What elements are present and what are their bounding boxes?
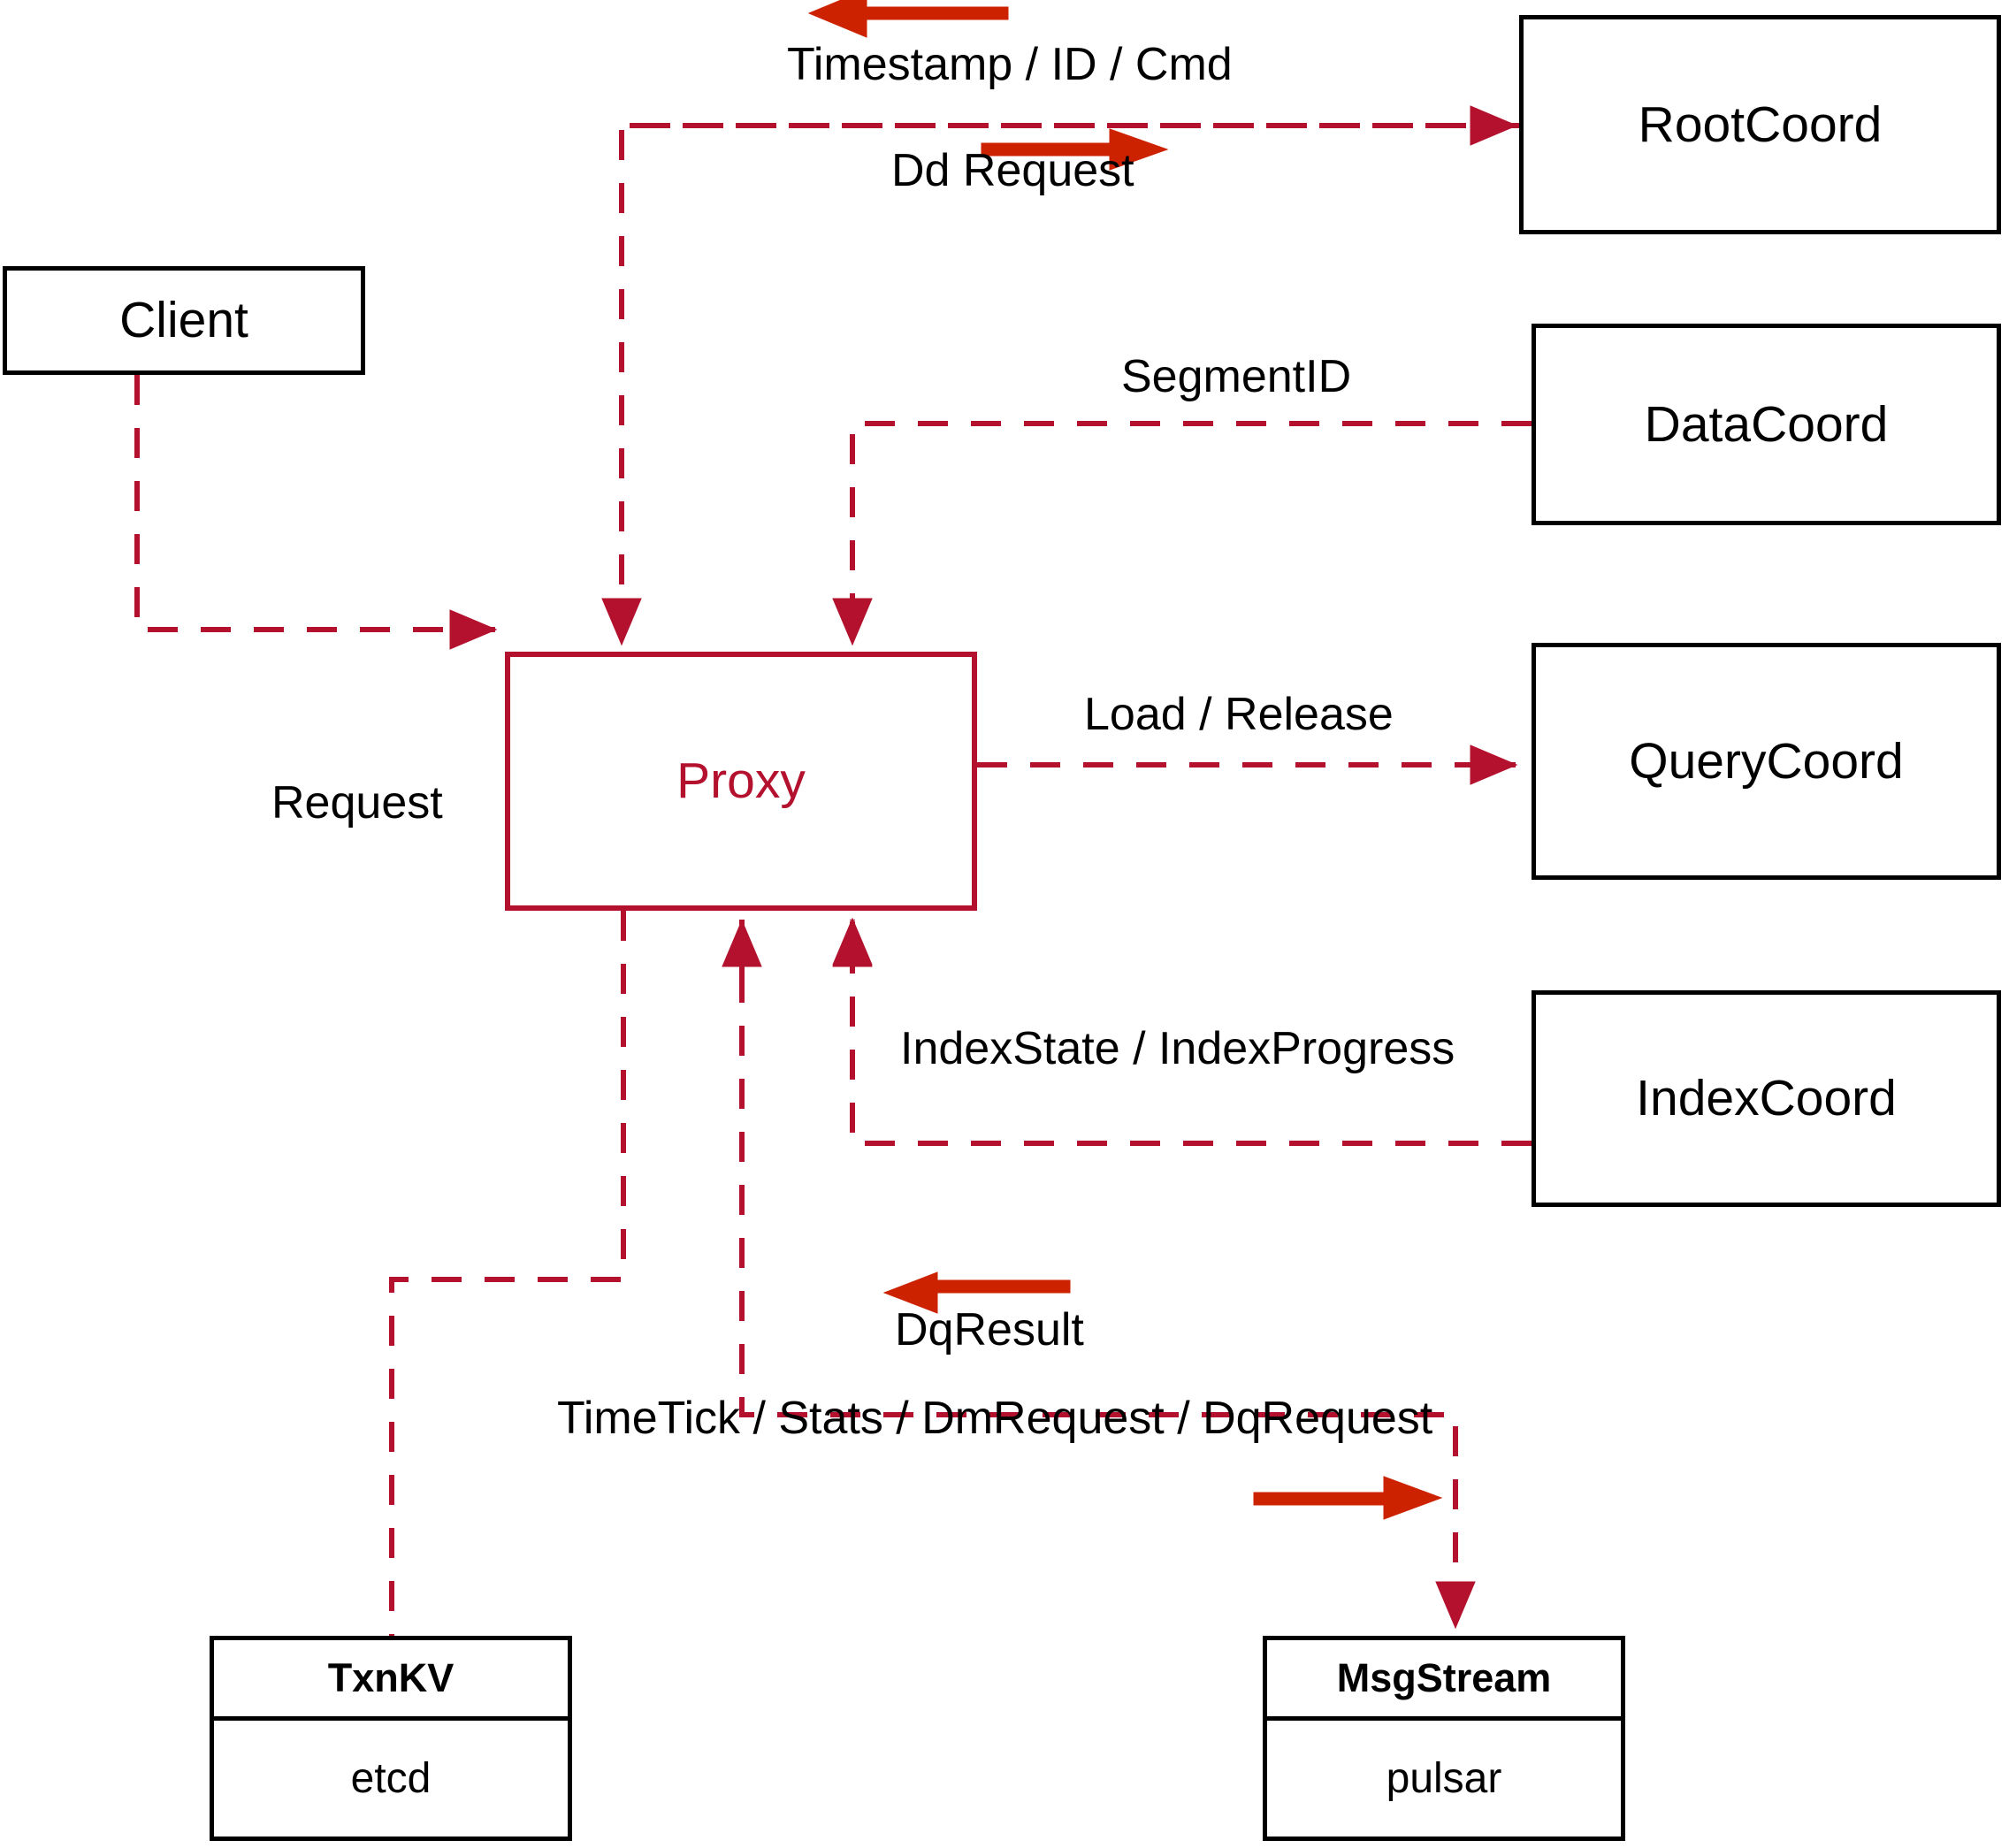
edge-label-timetick-stats: TimeTick / Stats / DmRequest / DqRequest [557, 1393, 1433, 1444]
edge-proxy-to-msgstream [739, 920, 1476, 1630]
edge-label-index-state-progress: IndexState / IndexProgress [900, 1023, 1455, 1074]
edge-label-segment-id: SegmentID [1121, 351, 1352, 402]
node-msgstream-header-label: MsgStream [1336, 1655, 1552, 1700]
node-proxy-label: Proxy [676, 752, 806, 809]
node-txnkv-header-label: TxnKV [327, 1655, 455, 1700]
edge-client-to-proxy [134, 375, 498, 650]
node-rootcoord-label: RootCoord [1638, 95, 1883, 153]
node-indexcoord-label: IndexCoord [1636, 1070, 1897, 1126]
edge-label-dq-result: DqResult [895, 1304, 1084, 1355]
edge-proxy-to-rootcoord [601, 123, 1519, 646]
edge-label-timestamp-id-cmd: Timestamp / ID / Cmd [787, 39, 1233, 90]
node-datacoord-label: DataCoord [1644, 395, 1889, 453]
arrow-timetick-right [1253, 1476, 1443, 1520]
arrow-dqresult-left [882, 1271, 1071, 1314]
node-client-label: Client [119, 292, 248, 348]
node-msgstream-body: pulsar [1267, 1721, 1621, 1837]
edge-label-dd-request: Dd Request [891, 145, 1134, 196]
arrow-dd-request-right [981, 128, 1169, 171]
edge-label-load-release: Load / Release [1084, 689, 1394, 740]
node-querycoord-label: QueryCoord [1629, 732, 1904, 790]
edge-datacoord-to-proxy [832, 421, 1532, 646]
node-querycoord[interactable]: QueryCoord [1532, 643, 2001, 880]
node-txnkv-body-label: etcd [350, 1755, 432, 1802]
node-rootcoord[interactable]: RootCoord [1519, 15, 2001, 234]
node-client[interactable]: Client [3, 266, 365, 375]
edge-indexcoord-to-proxy [832, 917, 1532, 1146]
node-txnkv-body: etcd [214, 1721, 568, 1837]
node-datacoord[interactable]: DataCoord [1532, 324, 2001, 525]
node-msgstream-header: MsgStream [1267, 1640, 1621, 1721]
arrow-timestamp-left [807, 0, 1009, 38]
node-msgstream-body-label: pulsar [1386, 1755, 1502, 1802]
node-indexcoord[interactable]: IndexCoord [1532, 990, 2001, 1207]
edge-label-request: Request [271, 777, 443, 829]
node-proxy[interactable]: Proxy [505, 652, 977, 911]
node-txnkv-header: TxnKV [214, 1640, 568, 1721]
node-msgstream[interactable]: MsgStream pulsar [1263, 1636, 1625, 1841]
node-txnkv[interactable]: TxnKV etcd [210, 1636, 572, 1841]
edge-proxy-to-txnkv [389, 911, 626, 1636]
